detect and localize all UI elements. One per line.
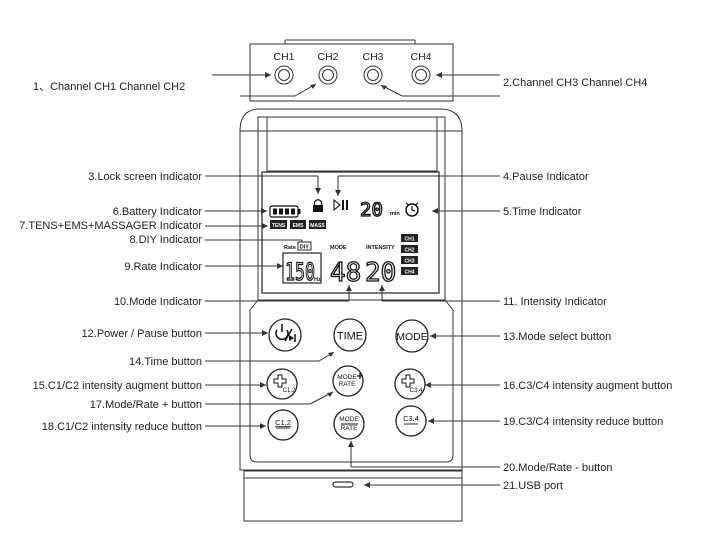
c12-augment-button[interactable] [266, 368, 298, 400]
c34-augment-button[interactable] [394, 368, 426, 400]
intensity-value: 20 [365, 258, 396, 288]
plus-icon [401, 374, 415, 388]
battery-icon [269, 205, 301, 218]
callout-12: 12.Power / Pause button [82, 328, 202, 340]
callout-14: 14.Time button [129, 356, 202, 368]
plus-icon [273, 374, 287, 388]
intensity-label: INTENSITY [366, 245, 395, 251]
mode-rate-plus-button[interactable] [332, 365, 364, 397]
pause-icon [333, 198, 348, 212]
time-unit: min [390, 211, 400, 217]
callout-9: 9.Rate Indicator [124, 261, 202, 273]
callout-8: 8.DIY Indicator [129, 234, 202, 246]
time-button-label: TIME [337, 331, 363, 343]
callout-13: 13.Mode select button [503, 331, 611, 343]
channel-label-ch1: CH1 [273, 51, 294, 63]
callout-1: 1、Channel CH1 Channel CH2 [33, 81, 185, 93]
mode-rate-plus-line1: MODE [337, 374, 357, 381]
c12-plus-label: C1.2 [283, 388, 296, 394]
jack-ch1 [274, 65, 294, 85]
callout-20: 20.Mode/Rate - button [503, 462, 612, 474]
lcd-channel-ch2: CH2 [404, 247, 414, 253]
c12-reduce-button[interactable] [267, 409, 299, 441]
callout-19: 19.C3/C4 intensity reduce button [503, 416, 663, 428]
callout-21: 21.USB port [503, 480, 563, 492]
power-icon [275, 324, 296, 342]
lcd-screen [261, 171, 440, 294]
mode-tag-ems: EMS [293, 223, 305, 229]
mode-rate-minus-line2: RATE [341, 425, 359, 432]
callout-10: 10.Mode Indicator [114, 296, 202, 308]
channel-label-ch3: CH3 [362, 51, 383, 63]
c34-minus-label: C3.4 [403, 414, 419, 423]
mode-button-label: MODE [396, 331, 428, 343]
callout-5: 5.Time Indicator [503, 206, 582, 218]
channel-label-ch4: CH4 [410, 51, 431, 63]
callout-15: 15.C1/C2 intensity augment button [33, 380, 202, 392]
callout-7: 7.TENS+EMS+MASSAGER Indicator [19, 220, 202, 232]
mode-button[interactable] [395, 319, 429, 353]
lock-icon [313, 199, 323, 212]
time-value: 20 [360, 199, 383, 221]
jack-ch3 [363, 65, 383, 85]
rate-value: 150 [285, 258, 315, 286]
c12-minus-label: C1.2 [275, 418, 291, 427]
top-window [266, 116, 438, 172]
mode-tag-mass: MASS [310, 223, 325, 229]
c34-plus-label: C3.4 [410, 388, 423, 394]
time-button[interactable] [333, 318, 367, 352]
jack-ch2 [318, 65, 338, 85]
rate-label: Rate [284, 245, 296, 251]
mode-rate-plus-line2: RATE [339, 381, 357, 388]
callout-11: 11. Intensity Indicator [503, 296, 607, 308]
callout-16: 16.C3/C4 intensity augment button [503, 380, 672, 392]
clock-icon [405, 202, 419, 217]
channel-jack-block [249, 43, 454, 102]
callout-18: 18.C1/C2 intensity reduce button [42, 421, 202, 433]
callout-2: 2.Channel CH3 Channel CH4 [503, 77, 647, 89]
lcd-channel-ch3: CH3 [404, 258, 414, 264]
lcd-channel-ch4: CH4 [404, 269, 414, 275]
plus-icon [357, 373, 363, 379]
mode-value: 48 [330, 258, 361, 288]
mode-tag-tens: TENS [272, 223, 286, 229]
usb-section [243, 470, 463, 522]
rate-unit: Hz [314, 277, 321, 283]
power-pause-button[interactable] [268, 318, 302, 352]
callout-4: 4.Pause Indicator [503, 171, 589, 183]
diy-label: DIY [300, 245, 310, 251]
channel-label-ch2: CH2 [317, 51, 338, 63]
usb-port [332, 481, 354, 488]
c34-reduce-button[interactable] [395, 405, 427, 437]
mode-rate-minus-line1: MODE [339, 416, 359, 423]
callout-6: 6.Battery Indicator [113, 206, 203, 218]
jack-ch4 [411, 65, 431, 85]
callout-3: 3.Lock screen Indicator [88, 171, 202, 183]
callout-17: 17.Mode/Rate + button [90, 399, 202, 411]
lcd-contents: 20 min TENS EMS MASS Rate DIY MODE INTEN… [269, 198, 419, 289]
lcd-channel-ch1: CH1 [404, 236, 414, 242]
mode-label: MODE [330, 245, 347, 251]
